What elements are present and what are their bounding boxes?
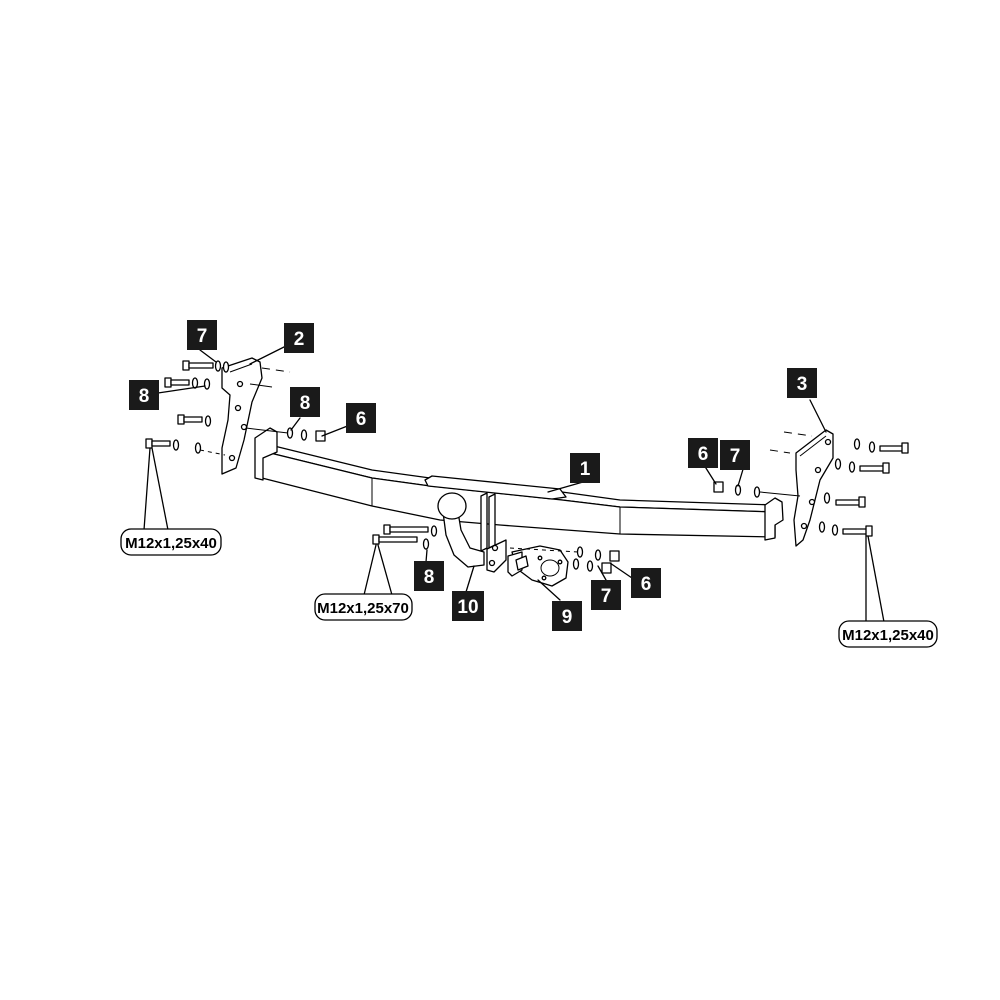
callout-6-left-label: 6 (356, 409, 367, 430)
callout-6-center: 6 (631, 568, 661, 598)
callout-2: 2 (284, 323, 314, 353)
callout-6-right: 6 (688, 438, 718, 468)
callout-9: 9 (552, 601, 582, 631)
callout-6-right-label: 6 (698, 444, 709, 465)
callout-8-mid-left-label: 8 (300, 393, 311, 414)
right-bolt-set (713, 431, 909, 537)
tow-ball-neck (437, 492, 507, 573)
callout-10-label: 10 (457, 597, 478, 618)
callout-9-label: 9 (562, 607, 573, 628)
spec-label-center: M12x1,25x70 (314, 593, 413, 621)
spec-right-text: M12x1,25x40 (842, 627, 934, 644)
socket-plate (507, 545, 569, 587)
callout-10: 10 (452, 591, 484, 621)
callout-3-label: 3 (797, 374, 808, 395)
callout-8-center: 8 (414, 561, 444, 591)
spec-label-left: M12x1,25x40 (120, 528, 222, 556)
left-bolt-set (145, 360, 326, 456)
callout-7-left: 7 (187, 320, 217, 350)
callout-3: 3 (787, 368, 817, 398)
callout-1-label: 1 (580, 459, 591, 480)
callout-2-label: 2 (294, 329, 305, 350)
spec-center-text: M12x1,25x70 (317, 600, 409, 617)
callout-1: 1 (570, 453, 600, 483)
center-bolt-set (372, 524, 620, 574)
callout-8-center-label: 8 (424, 567, 435, 588)
callout-6-center-label: 6 (641, 574, 652, 595)
callout-7-left-label: 7 (197, 326, 208, 347)
crossbar-beam (254, 427, 784, 541)
callout-8-left: 8 (129, 380, 159, 410)
spec-left-text: M12x1,25x40 (125, 535, 217, 552)
callout-7-center-label: 7 (601, 586, 612, 607)
leader-lines (143, 345, 885, 623)
right-side-bracket (793, 429, 834, 547)
callout-7-center: 7 (591, 580, 621, 610)
callout-8-left-label: 8 (139, 386, 150, 407)
callout-7-right: 7 (720, 440, 750, 470)
callout-7-right-label: 7 (730, 446, 741, 467)
spec-label-right: M12x1,25x40 (838, 620, 938, 648)
callout-8-mid-left: 8 (290, 387, 320, 417)
left-side-bracket (221, 357, 263, 475)
callout-6-left: 6 (346, 403, 376, 433)
